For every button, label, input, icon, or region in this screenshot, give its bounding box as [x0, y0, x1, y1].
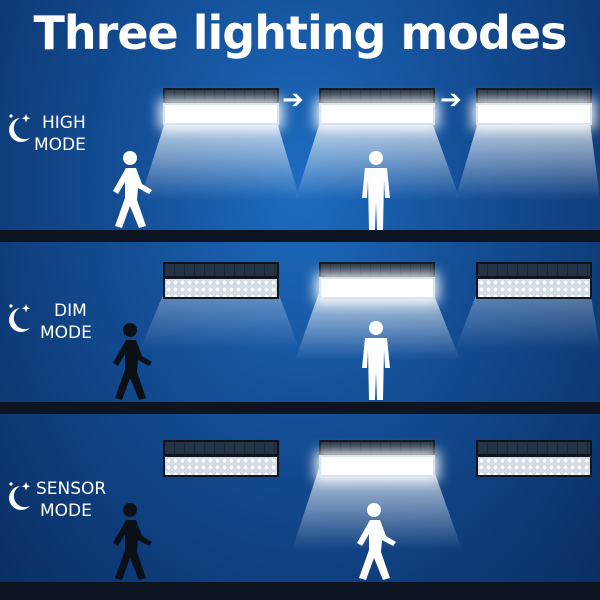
moon-stars-icon: [9, 114, 31, 142]
solar-panel: [476, 88, 592, 104]
person-standing-icon: [362, 151, 390, 230]
solar-light-high-2: [319, 88, 435, 128]
solar-panel: [476, 262, 592, 278]
person-walking-dark-icon: [113, 323, 152, 400]
solar-light-sensor-3: [476, 440, 592, 480]
solar-panel: [163, 88, 279, 104]
solar-panel: [319, 440, 435, 456]
solar-panel: [476, 440, 592, 456]
solar-light-high-1: [163, 88, 279, 128]
ground-line: [0, 402, 600, 414]
solar-light-high-3: [476, 88, 592, 128]
solar-panel: [319, 262, 435, 278]
solar-light-sensor-2: [319, 440, 435, 480]
led-array: [476, 103, 592, 125]
led-array: [319, 455, 435, 477]
mode-label-dim: DIM MODE: [40, 301, 92, 343]
ground-line: [0, 582, 600, 600]
person-walking-icon: [357, 503, 396, 580]
led-array: [163, 103, 279, 125]
arrow-right-icon: ➔: [282, 85, 304, 115]
moon-stars-icon: [9, 304, 31, 332]
led-array: [163, 277, 279, 299]
person-standing-icon: [362, 321, 390, 400]
led-array: [476, 455, 592, 477]
solar-light-dim-2: [319, 262, 435, 302]
beam-high-1: [140, 122, 300, 200]
solar-light-dim-1: [163, 262, 279, 302]
solar-panel: [319, 88, 435, 104]
page-title: Three lighting modes: [33, 6, 568, 60]
beam-high-3: [455, 122, 600, 200]
led-array: [319, 277, 435, 299]
led-array: [163, 455, 279, 477]
solar-panel: [163, 262, 279, 278]
led-array: [319, 103, 435, 125]
moon-stars-icon: [9, 482, 31, 510]
beam-dim-1: [140, 290, 300, 350]
led-array: [476, 277, 592, 299]
person-walking-dark-icon: [113, 503, 152, 580]
ground-line: [0, 230, 600, 242]
mode-label-high: HIGH MODE: [34, 113, 86, 155]
mode-label-sensor: SENSOR MODE: [36, 479, 107, 521]
solar-panel: [163, 440, 279, 456]
beam-dim-3: [455, 290, 600, 350]
person-walking-icon: [113, 151, 152, 228]
solar-light-sensor-1: [163, 440, 279, 480]
solar-light-dim-3: [476, 262, 592, 302]
arrow-right-icon: ➔: [440, 85, 462, 115]
